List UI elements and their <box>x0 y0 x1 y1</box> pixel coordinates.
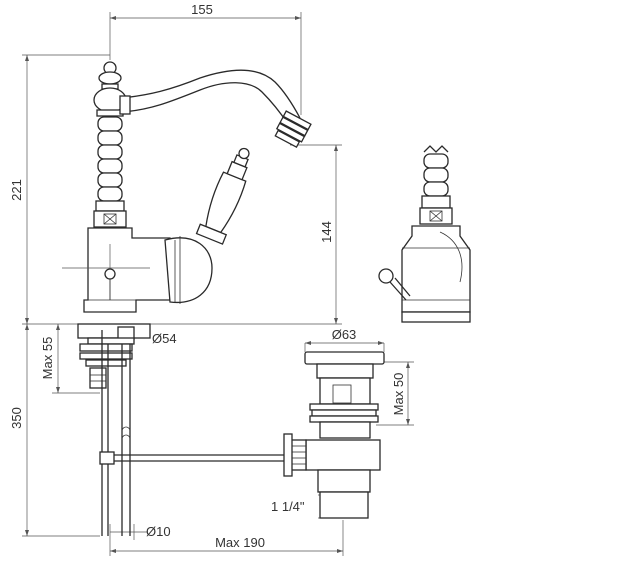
faucet-front-view <box>62 61 312 313</box>
dim-63-label: Ø63 <box>332 327 357 342</box>
dim-350-label: 350 <box>9 407 24 429</box>
dim-54-label: Ø54 <box>152 331 177 346</box>
dim-max-55-label: Max 55 <box>40 337 55 380</box>
dimension-labels: 155 221 144 Ø54 Max 55 350 Ø63 Max 50 1 … <box>9 2 406 550</box>
dim-thread-label: 1 1/4" <box>271 499 305 514</box>
faucet-fixing <box>77 323 296 536</box>
dim-max-190-label: Max 190 <box>215 535 265 550</box>
dim-155-label: 155 <box>191 2 213 17</box>
dim-221-label: 221 <box>9 179 24 201</box>
pop-up-waste <box>283 351 385 519</box>
dim-max-50-label: Max 50 <box>391 373 406 416</box>
dim-144-label: 144 <box>319 221 334 243</box>
faucet-side-view <box>378 145 471 323</box>
dim-10-label: Ø10 <box>146 524 171 539</box>
